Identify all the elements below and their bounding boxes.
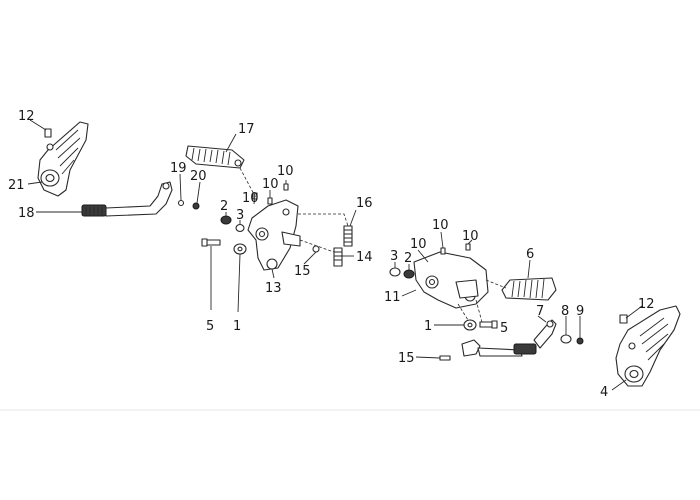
callout-4: 4: [600, 385, 608, 400]
callout-3-left: 3: [236, 208, 244, 223]
callout-10-a: 10: [277, 164, 294, 179]
callout-5-left: 5: [206, 319, 214, 334]
shift-linkage: [461, 319, 557, 357]
callout-21: 21: [8, 178, 25, 193]
callout-8: 8: [561, 304, 569, 319]
callout-2-left: 2: [220, 199, 228, 214]
callout-19: 19: [170, 161, 187, 176]
washer-1-left: [233, 243, 247, 255]
spring-16: [343, 225, 353, 247]
bolt-12-right: [619, 314, 628, 324]
bolt-12-left: [44, 128, 52, 138]
bolt-10-group-right: [440, 243, 471, 255]
spring-pin-19: [177, 199, 185, 207]
brake-pedal: [81, 181, 173, 217]
callout-1-left: 1: [233, 319, 241, 334]
bolt-15-right: [439, 355, 451, 361]
left-footpeg: [185, 145, 245, 169]
right-footrest-bracket: [413, 251, 489, 309]
left-footrest-bracket: [247, 199, 301, 271]
assembly-line: [475, 299, 483, 323]
pivot-bolt-5-left: [201, 238, 221, 247]
callout-12-left: 12: [18, 109, 35, 124]
spring-14: [333, 247, 343, 267]
callout-2-right: 2: [404, 251, 412, 266]
clip-15-left: [312, 245, 320, 253]
callout-12-right: 12: [638, 297, 655, 312]
callout-10-c: 10: [242, 191, 259, 206]
assembly-line: [457, 303, 469, 321]
callout-10-b: 10: [262, 177, 279, 192]
callout-17: 17: [238, 122, 255, 137]
callout-10-d: 10: [432, 218, 449, 233]
callout-20: 20: [190, 169, 207, 184]
callout-10-e: 10: [410, 237, 427, 252]
callout-7: 7: [536, 304, 544, 319]
nut-9: [576, 337, 584, 345]
callout-13: 13: [265, 281, 282, 296]
pivot-bolt-5-right: [479, 320, 498, 329]
callout-3-right: 3: [390, 249, 398, 264]
callout-1-right: 1: [424, 319, 432, 334]
callout-5-right: 5: [500, 321, 508, 336]
right-rear-bracket: [615, 305, 681, 387]
callout-10-f: 10: [462, 229, 479, 244]
assembly-line: [298, 213, 349, 227]
assembly-line: [485, 279, 507, 289]
washer-2-right: [403, 269, 415, 279]
assembly-line: [239, 167, 257, 199]
washer-8: [560, 334, 572, 344]
washer-3-right: [389, 267, 401, 277]
callout-14: 14: [356, 250, 373, 265]
callout-6: 6: [526, 247, 534, 262]
callout-16: 16: [356, 196, 373, 211]
callout-9: 9: [576, 304, 584, 319]
washer-2-left: [220, 215, 232, 225]
washer-3-left: [235, 223, 245, 233]
leader-lines: [27, 119, 643, 391]
left-rear-bracket: [37, 121, 89, 197]
callout-11: 11: [384, 290, 401, 305]
right-footpeg: [501, 277, 557, 301]
callout-15-right: 15: [398, 351, 415, 366]
callout-18: 18: [18, 206, 35, 221]
nut-20: [192, 202, 200, 210]
washer-1-right: [463, 319, 477, 331]
assembly-line: [299, 239, 335, 253]
callout-15-left: 15: [294, 264, 311, 279]
